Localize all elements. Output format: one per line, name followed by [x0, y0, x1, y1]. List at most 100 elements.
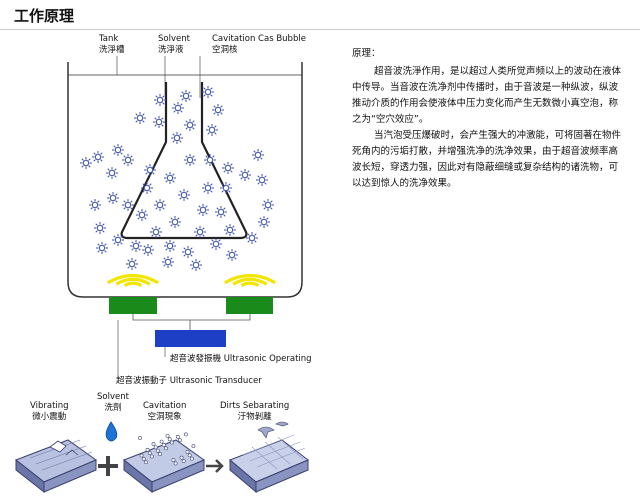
bubble-icon	[106, 167, 118, 179]
bubble-icon	[89, 199, 101, 211]
cavitation-dot	[155, 448, 160, 453]
arrow-right-icon	[206, 459, 224, 473]
cavitation-dot	[178, 438, 182, 443]
stage-vibrating-icon	[14, 439, 98, 494]
description-heading: 原理：	[352, 48, 381, 59]
bubble-icon	[153, 116, 165, 128]
bubble-icon	[154, 199, 166, 211]
cavitation-dot	[158, 452, 162, 456]
cavitation-dot	[185, 450, 190, 454]
bubble-icon	[136, 209, 148, 221]
cavitation-dot	[139, 453, 144, 458]
bubble-icon	[190, 259, 202, 271]
header-divider	[0, 29, 640, 30]
bubble-icon	[171, 132, 183, 144]
bubble-icon	[96, 242, 108, 254]
bubble-icon	[256, 174, 268, 186]
bubble-icon	[194, 226, 206, 238]
bubble-icon	[204, 154, 216, 166]
header: 工作原理	[0, 0, 640, 32]
generator-label: 超音波發振機 Ultrasonic Operating	[170, 354, 312, 364]
bubble-icon	[178, 189, 190, 201]
ultrasonic-wave-icon	[223, 273, 277, 288]
transducer-wiring	[132, 314, 251, 321]
bubble-icon	[154, 94, 166, 106]
description-paragraph-2: 当汽泡受压爆破时，会产生强大的冲激能，可将固著在物件死角内的污垢打散，并增强洗净…	[352, 130, 622, 189]
bubble-icon	[92, 151, 104, 163]
bubble-icon	[202, 182, 214, 194]
cavitation-bubble-label: Cavitation Cas Bubble 空洞核	[212, 34, 306, 55]
bubble-icon	[112, 144, 124, 156]
cavitation-dot	[145, 447, 150, 452]
cavitation-dot	[141, 456, 146, 461]
bubble-icon	[226, 249, 238, 261]
cavitation-dot	[165, 433, 170, 438]
bubble-icon	[222, 162, 234, 174]
bubble-icon	[239, 169, 251, 181]
bubble-icon	[144, 164, 156, 176]
bubble-icon	[107, 192, 119, 204]
bubble-icon	[80, 157, 92, 169]
bubble-icon	[184, 119, 196, 131]
bubble-icon	[258, 216, 270, 228]
bubble-icon	[164, 172, 176, 184]
bubble-icon	[94, 222, 106, 234]
bubble-icon	[162, 256, 174, 268]
bubble-icon	[262, 199, 274, 211]
bubble-icon	[141, 182, 153, 194]
bubble-icon	[197, 204, 209, 216]
bubble-icon	[184, 154, 196, 166]
cavitation-dot	[183, 432, 188, 437]
cavitation-dot	[164, 446, 168, 451]
bubble-icon	[182, 246, 194, 258]
bubble-icon	[252, 149, 264, 161]
bubble-icon	[130, 240, 142, 252]
bubble-icon	[172, 102, 184, 114]
bubble-icon	[169, 216, 181, 228]
transducer-right	[226, 297, 273, 314]
cavitation-dot	[171, 458, 176, 462]
cavitation-dot	[179, 455, 184, 460]
cavitation-dot	[181, 459, 186, 463]
cavitation-dot	[138, 436, 142, 440]
principle-description: 原理： 超音波洗淨作用，是以超过人类所觉声频以上的波动在液体中传导。当音波在洗净…	[352, 46, 622, 192]
cavitation-dot	[149, 454, 154, 459]
bubble-icon	[215, 206, 227, 218]
cavitation-dot	[175, 434, 180, 439]
bubble-icon	[210, 238, 222, 250]
tank-label: Tank 洗淨槽	[99, 34, 125, 55]
ultrasonic-wave-icon	[106, 273, 160, 288]
bubble-icon	[142, 244, 154, 256]
page-title: 工作原理	[14, 7, 75, 25]
bubble-icon	[122, 199, 134, 211]
cavitation-dot	[173, 461, 178, 466]
cavitation-dot	[147, 451, 152, 456]
ultrasonic-generator	[155, 330, 226, 347]
bubble-icon	[150, 226, 162, 238]
plus-icon	[98, 456, 118, 476]
bubble-icon	[126, 258, 138, 270]
bubble-icon	[134, 112, 146, 124]
stage-dirt-separating-icon	[229, 421, 309, 494]
ultrasonic-waves	[106, 273, 277, 288]
transducer-label: 超音波振動子 Ultrasonic Transducer	[116, 376, 262, 386]
bubble-icon	[112, 234, 124, 246]
bubble-icon	[122, 154, 134, 166]
cavitation-dot	[151, 442, 156, 446]
cavitation-dot	[167, 437, 172, 442]
bubble-icon	[206, 124, 218, 136]
tank-wall	[67, 62, 303, 298]
flask	[120, 82, 248, 240]
cavitation-dot	[153, 445, 158, 450]
cavitation-dot	[187, 453, 192, 458]
cavitation-bubbles	[80, 86, 274, 271]
cavitation-dot	[161, 443, 166, 447]
cavitation-dot	[144, 460, 148, 465]
solvent-label: Solvent 洗淨液	[158, 34, 190, 55]
transducer-left	[109, 297, 157, 314]
description-paragraph-1: 超音波洗淨作用，是以超过人类所觉声频以上的波动在液体中传导。当音波在洗净剂中传播…	[352, 66, 622, 125]
cavitation-dot	[189, 456, 194, 461]
